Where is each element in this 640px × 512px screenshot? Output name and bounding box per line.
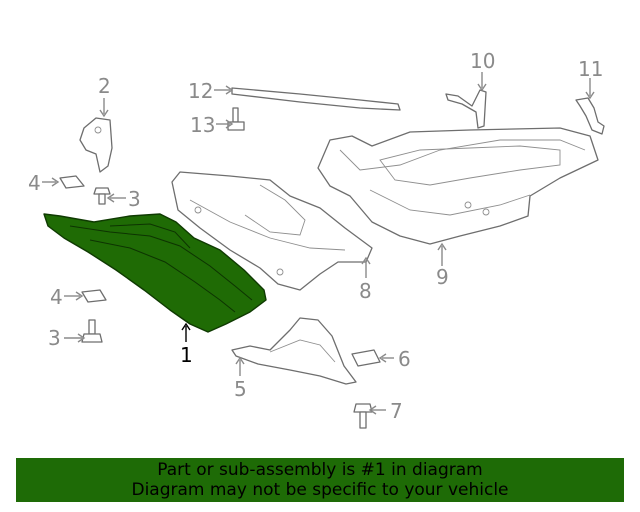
callout-3-lower: 3	[48, 326, 61, 350]
callout-7: 7	[390, 399, 403, 423]
notice-banner: Part or sub-assembly is #1 in diagram Di…	[16, 458, 624, 502]
part-1-front-underbody-shield[interactable]	[43, 213, 267, 333]
callout-9: 9	[436, 265, 449, 289]
part-4-clip-lower[interactable]	[81, 289, 107, 303]
callout-numbers: 1 2 3 3 4 4 5 6 7 8 9 10 11 12 13	[28, 49, 603, 423]
part-11-bracket[interactable]	[575, 97, 605, 135]
leader-lines	[42, 72, 595, 415]
part-3-bolt-lower[interactable]	[81, 319, 103, 343]
notice-line-1: Part or sub-assembly is #1 in diagram	[157, 460, 483, 480]
callout-12: 12	[188, 79, 213, 103]
part-8-middle-shield[interactable]	[171, 171, 373, 291]
part-12-strut-bar[interactable]	[231, 87, 401, 111]
callout-4-lower: 4	[50, 285, 63, 309]
callout-11: 11	[578, 57, 603, 81]
callout-13: 13	[190, 113, 215, 137]
callout-2: 2	[98, 74, 111, 98]
part-13-bolt[interactable]	[227, 107, 245, 131]
callout-1: 1	[180, 343, 193, 367]
part-5-side-shield[interactable]	[231, 317, 357, 385]
callout-3-upper: 3	[128, 187, 141, 211]
callout-6: 6	[398, 347, 411, 371]
callout-8: 8	[359, 279, 372, 303]
part-9-rear-underbody-shield[interactable]	[317, 127, 599, 245]
part-6-clip[interactable]	[351, 349, 381, 367]
part-7-bolt[interactable]	[353, 403, 373, 429]
part-4-clip-upper[interactable]	[59, 175, 85, 189]
callout-4-upper: 4	[28, 171, 41, 195]
callout-5: 5	[234, 377, 247, 401]
part-2-bracket[interactable]	[79, 117, 113, 173]
notice-line-2: Diagram may not be specific to your vehi…	[131, 480, 509, 500]
callout-10: 10	[470, 49, 495, 73]
part-10-bracket[interactable]	[445, 89, 487, 129]
part-3-bolt-upper[interactable]	[93, 187, 111, 205]
